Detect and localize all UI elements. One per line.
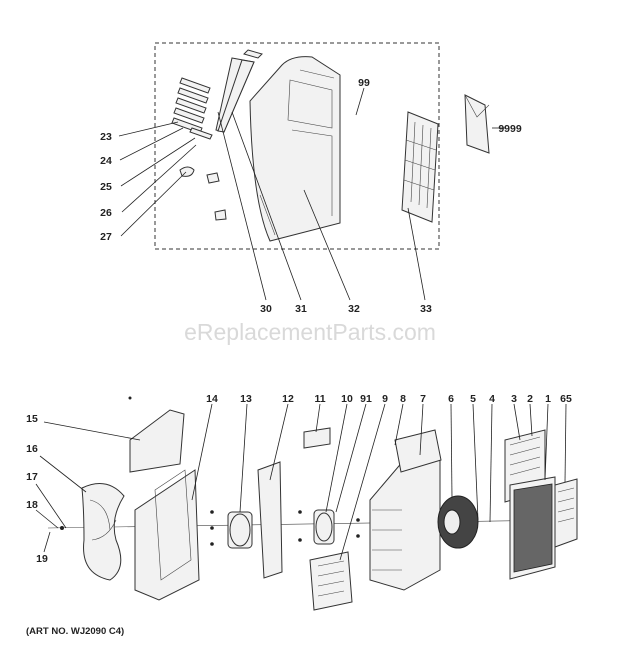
- fan-blade-part: [81, 483, 125, 581]
- callout-12: 12: [282, 393, 294, 405]
- bottom-leader-lines: [35, 403, 567, 561]
- blower-wheel-part: [437, 495, 479, 549]
- callout-2: 2: [527, 393, 533, 405]
- fan-shroud-part: [134, 469, 200, 601]
- callout-8: 8: [400, 393, 406, 405]
- manual-envelope-part: [464, 94, 490, 154]
- callout-14: 14: [206, 393, 218, 405]
- callout-6: 6: [448, 393, 454, 405]
- blower-motor-part: [313, 509, 335, 545]
- fan-motor-part: [227, 511, 253, 549]
- callout-25: 25: [100, 181, 112, 193]
- callout-27: 27: [100, 231, 112, 243]
- callout-13: 13: [240, 393, 252, 405]
- assembly-axis: [47, 519, 561, 529]
- callout-24: 24: [100, 155, 112, 167]
- motor-bracket-part: [257, 461, 283, 579]
- art-number: (ART NO. WJ2090 C4): [26, 626, 124, 637]
- callout-33: 33: [420, 303, 432, 315]
- callout-32: 32: [348, 303, 360, 315]
- callout-99: 99: [358, 77, 370, 89]
- callout-10: 10: [341, 393, 353, 405]
- callout-23: 23: [100, 131, 112, 143]
- watermark: eReplacementParts.com: [184, 319, 436, 345]
- air-filter-part: [401, 111, 439, 223]
- clip-part: [214, 209, 227, 221]
- control-box-part: [303, 427, 331, 449]
- callout-1: 1: [545, 393, 551, 405]
- callout-5: 5: [470, 393, 476, 405]
- callout-31: 31: [295, 303, 307, 315]
- grille-part: [309, 551, 353, 611]
- vane-strip-part: [215, 49, 263, 133]
- callout-3: 3: [511, 393, 517, 405]
- callout-65: 65: [560, 393, 572, 405]
- callout-9999: 9999: [498, 123, 522, 135]
- callout-91: 91: [360, 393, 372, 405]
- callout-7: 7: [420, 393, 426, 405]
- callout-18: 18: [26, 499, 38, 511]
- screw-set: [60, 396, 360, 546]
- callout-4: 4: [489, 393, 495, 405]
- clip-part: [206, 172, 220, 184]
- callout-19: 19: [36, 553, 48, 565]
- callout-11: 11: [314, 393, 325, 405]
- refrigerant-tubing-part: [554, 478, 578, 548]
- condenser-coil-part: [509, 476, 556, 580]
- clip-part: [179, 166, 195, 177]
- callout-15: 15: [26, 413, 38, 425]
- louver-set-part: [171, 77, 213, 140]
- blower-housing-part: [369, 429, 442, 591]
- callout-30: 30: [260, 303, 272, 315]
- top-leader-lines: [118, 87, 505, 301]
- callout-9: 9: [382, 393, 388, 405]
- front-panel-part: [249, 56, 341, 242]
- assembly-dashed-frame: [154, 42, 440, 250]
- callout-16: 16: [26, 443, 38, 455]
- callout-17: 17: [26, 471, 38, 483]
- cover-plate-part: [129, 409, 185, 473]
- callout-26: 26: [100, 207, 112, 219]
